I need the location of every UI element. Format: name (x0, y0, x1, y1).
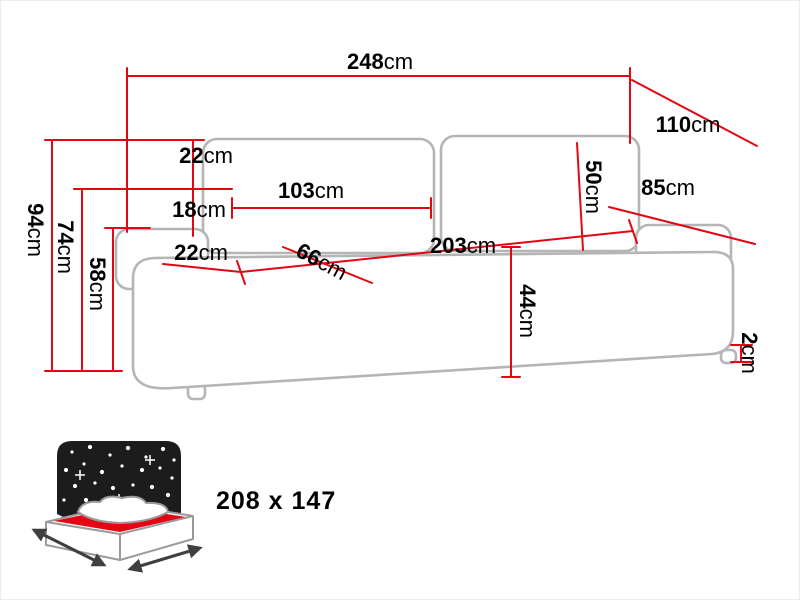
back-cushion-left (201, 137, 436, 255)
sleeping-function-icon (31, 441, 203, 573)
sofa-leg-right (719, 348, 738, 365)
mattress-edge-seam (45, 515, 194, 560)
dim-depth-front-label: 85cm (641, 175, 695, 200)
dim-line (608, 206, 756, 245)
dim-line (162, 263, 242, 273)
dim-cushion-width-label: 103cm (278, 178, 344, 203)
dim-back-mid-gap-label: 18cm (172, 197, 226, 222)
unfold-arrows (31, 528, 203, 573)
dim-total-height: 94cm (24, 139, 205, 372)
dim-cushion-width: 103cm (231, 178, 432, 219)
dim-back-top-gap-label: 22cm (179, 143, 233, 168)
dim-arm-width: 22cm (162, 240, 242, 273)
sofa-base (131, 250, 735, 390)
dim-arm-height: 58cm (86, 227, 151, 372)
blanket (77, 495, 169, 524)
dim-arm-width-label: 22cm (174, 240, 228, 265)
dim-back-top-gap: 22cm (179, 143, 233, 168)
dim-arm-height-label: 58cm (86, 257, 111, 311)
dim-seat-width-label: 203cm (430, 233, 496, 258)
dim-line (631, 79, 758, 147)
left-extension-lines (44, 139, 194, 372)
dim-total-depth: 110cm (631, 79, 758, 147)
dim-total-height-label: 94cm (24, 203, 49, 257)
dim-line (240, 230, 634, 273)
dim-depth-front: 85cm (608, 175, 756, 245)
back-cushion-right (439, 134, 641, 253)
unfold-arrow-right (127, 544, 203, 573)
dim-cushion-height-label: 50cm (582, 160, 607, 214)
dimension-annotations: 248cm 110cm 85cm 94cm 74cm 58cm (24, 49, 763, 378)
dim-total-width: 248cm (126, 49, 631, 233)
tick (628, 219, 638, 244)
dim-back-height-label: 74cm (54, 220, 79, 274)
dim-back-height: 74cm (54, 188, 233, 372)
dim-seat-height-label: 44cm (516, 284, 541, 338)
dim-leg-height: 2cm (730, 332, 763, 374)
dim-seat-width: 203cm (236, 219, 638, 285)
sleeping-area-label: 208 x 147 (216, 487, 336, 515)
dim-total-width-label: 248cm (347, 49, 413, 74)
dim-total-depth-label: 110cm (656, 112, 721, 137)
unfold-arrow-left (31, 528, 107, 567)
stars (62, 444, 176, 503)
dim-leg-height-label: 2cm (738, 332, 763, 374)
dim-seat-height: 44cm (501, 246, 541, 378)
sofa-drawing (114, 134, 738, 401)
dim-back-mid-gap: 18cm (172, 197, 226, 222)
dim-line (576, 142, 584, 251)
tick (236, 260, 246, 285)
dim-cushion-height: 50cm (576, 142, 607, 251)
dim-line (282, 246, 373, 284)
